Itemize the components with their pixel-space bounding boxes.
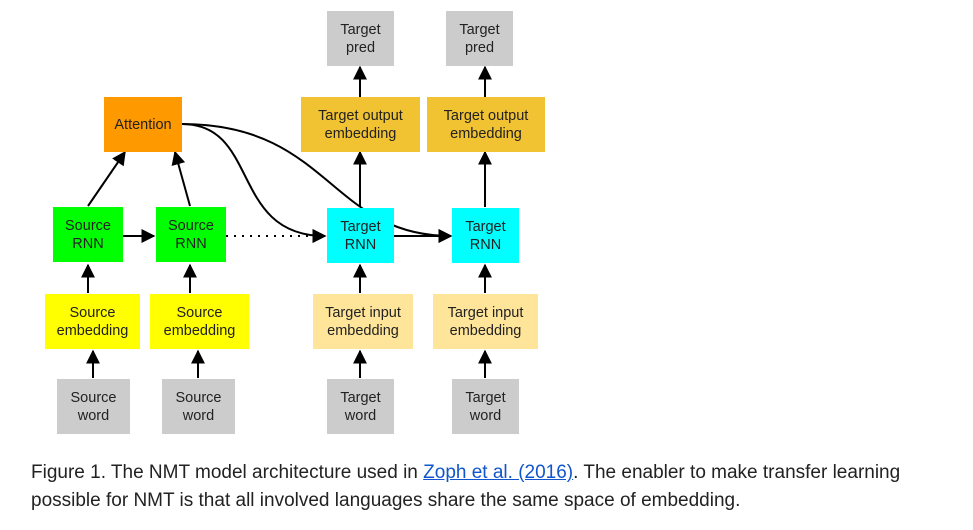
- figure-caption: Figure 1. The NMT model architecture use…: [31, 459, 966, 515]
- diagram-edges: [81, 65, 492, 378]
- edge-attention-to-target-rnn-2: [181, 123, 453, 243]
- target-rnn-node-1: Target RNN: [327, 208, 394, 263]
- target-input-embedding-node-2: Target input embedding: [433, 294, 538, 349]
- source-word-node-2: Source word: [162, 379, 235, 434]
- caption-suffix: . The enabler to make transfer learning …: [31, 462, 901, 511]
- target-word-node-2: Target word: [452, 379, 519, 434]
- edge-source-rnn-1-to-attention: [87, 150, 126, 207]
- caption-prefix: Figure 1. The NMT model architecture use…: [31, 462, 424, 483]
- source-embedding-node-2: Source embedding: [150, 294, 249, 349]
- source-word-node-1: Source word: [57, 379, 130, 434]
- target-pred-node-2: Target pred: [446, 11, 513, 66]
- target-pred-node-1: Target pred: [327, 11, 394, 66]
- target-word-node-1: Target word: [327, 379, 394, 434]
- edge-attention-to-target-rnn-1: [181, 123, 327, 243]
- target-input-embedding-node-1: Target input embedding: [313, 294, 413, 349]
- source-rnn-node-1: Source RNN: [53, 207, 123, 262]
- source-rnn-node-2: Source RNN: [156, 207, 226, 262]
- nmt-architecture-diagram: Source word Source word Target word Targ…: [45, 11, 545, 434]
- target-output-embedding-node-1: Target output embedding: [301, 97, 420, 152]
- source-embedding-node-1: Source embedding: [45, 294, 140, 349]
- citation-link[interactable]: Zoph et al. (2016): [423, 462, 574, 483]
- edge-source-rnn-2-to-attention: [171, 150, 191, 207]
- attention-node: Attention: [104, 97, 182, 152]
- target-output-embedding-node-2: Target output embedding: [427, 97, 545, 152]
- target-rnn-node-2: Target RNN: [452, 208, 519, 263]
